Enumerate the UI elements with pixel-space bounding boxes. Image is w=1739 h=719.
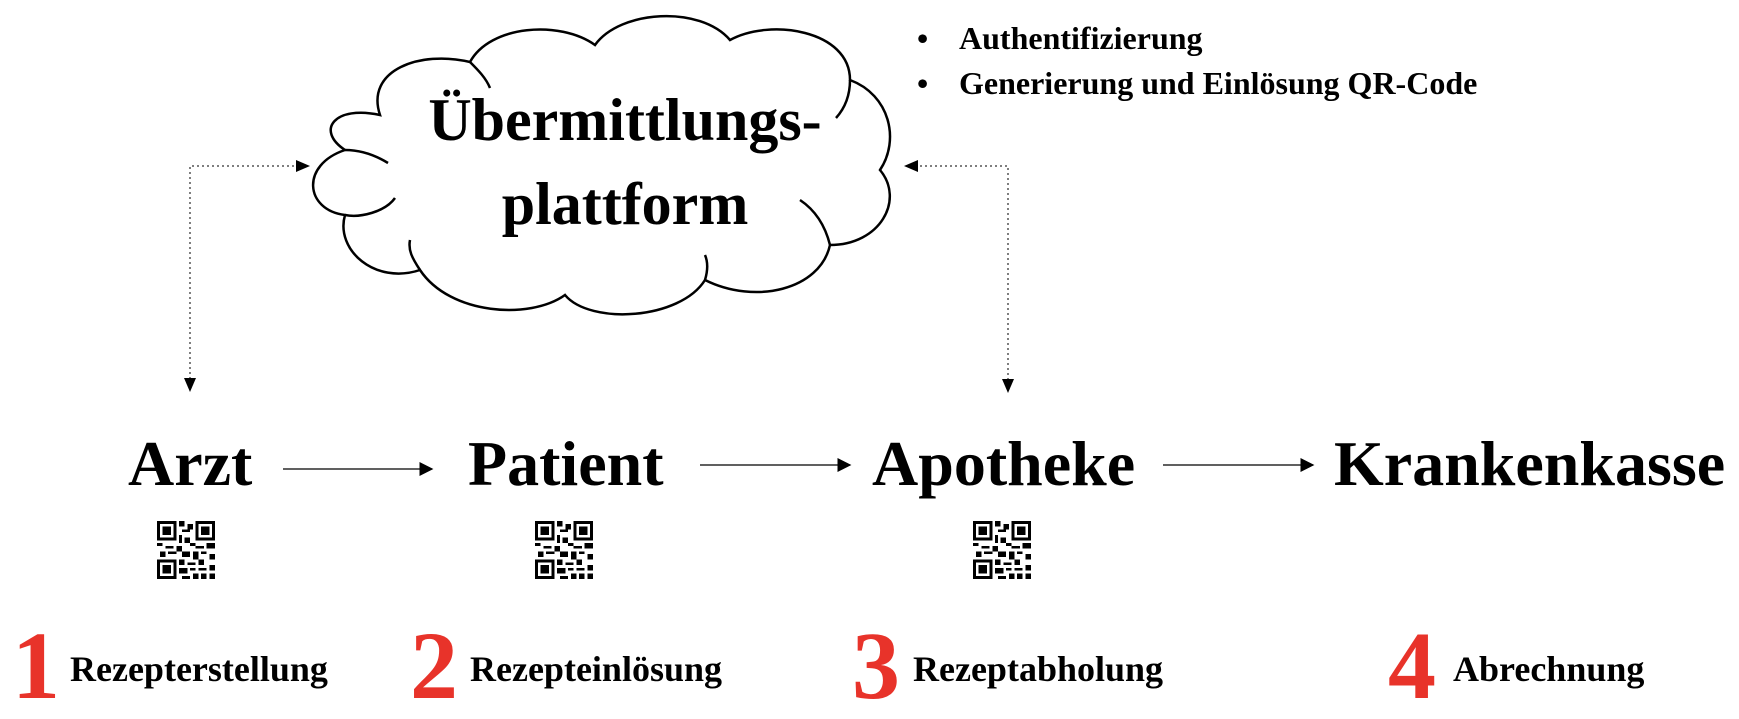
qr-code-icon [535,521,593,579]
node-apotheke: Apotheke [872,428,1136,499]
step-label-2: Rezepteinlösung [470,649,722,689]
platform-features: Authentifizierung Generierung und Einlös… [917,16,1477,106]
arrowhead-down-arzt [184,378,196,392]
cloud-bump-5 [799,198,832,246]
cloud-bump-6 [835,79,852,119]
cloud-bump-3 [408,239,422,271]
step-label-4: Abrechnung [1453,649,1645,689]
step-label-1: Rezepterstellung [70,649,328,689]
arrowhead-down-apotheke [1002,379,1014,393]
qr-code-icon [157,521,215,579]
cloud-bump-1 [344,148,389,165]
connector-arzt-platform [189,165,296,384]
step-number-2: 2 [410,612,458,719]
cloud-bump-2 [344,197,397,217]
qr-code-icon [973,521,1031,579]
step-label-3: Rezeptabholung [913,649,1164,689]
cloud-shape [311,15,892,316]
feature-item: Authentifizierung [917,16,1477,61]
step-number-4: 4 [1388,612,1436,719]
arrowhead-up-platform-left [296,160,310,172]
node-arzt: Arzt [128,428,253,499]
platform-title: Übermittlungs- plattform [360,78,890,246]
platform-title-line1: Übermittlungs- [428,87,822,153]
node-patient: Patient [468,428,664,499]
arrowhead-platform-right [904,160,918,172]
feature-item: Generierung und Einlösung QR-Code [917,61,1477,106]
connector-apotheke-platform [918,165,1009,385]
node-krankenkasse: Krankenkasse [1334,428,1726,499]
step-number-3: 3 [852,612,900,719]
cloud-bump-4 [703,254,709,281]
platform-title-line2: plattform [501,171,749,237]
diagram-canvas [184,15,1315,476]
cloud-bump-7 [469,61,492,89]
step-number-1: 1 [12,612,60,719]
